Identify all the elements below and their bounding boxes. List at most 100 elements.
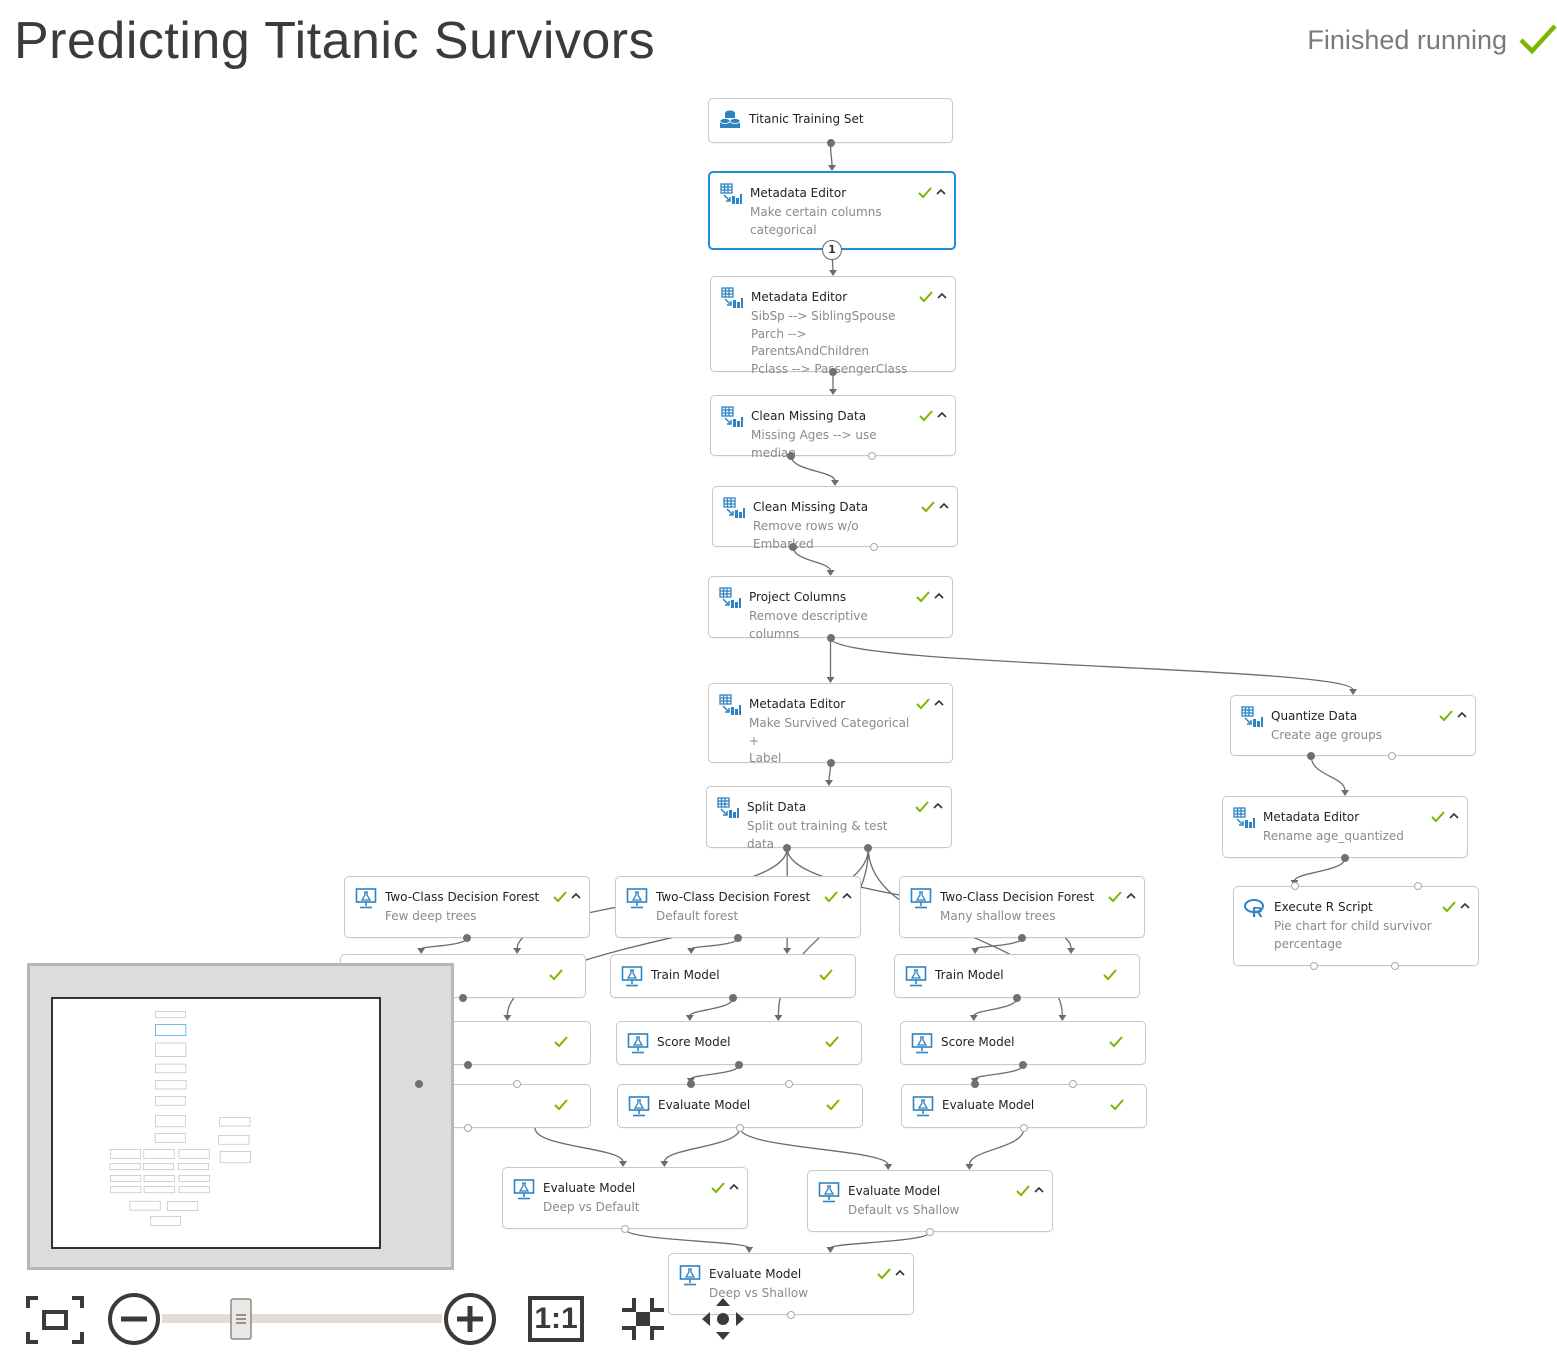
- connection-line: [690, 937, 739, 950]
- output-port[interactable]: [926, 1228, 934, 1236]
- output-port[interactable]: [736, 1124, 744, 1132]
- output-port[interactable]: [1018, 934, 1026, 942]
- zoom-in-icon[interactable]: [443, 1292, 497, 1346]
- chevron-up-icon[interactable]: [729, 1181, 739, 1193]
- input-port[interactable]: [785, 1080, 794, 1088]
- output-port[interactable]: [1388, 752, 1397, 760]
- output-port[interactable]: [789, 543, 798, 551]
- output-port[interactable]: [1341, 854, 1349, 862]
- output-port[interactable]: [729, 994, 737, 1002]
- module-title: Split Data: [747, 800, 807, 814]
- output-port[interactable]: [1013, 994, 1021, 1002]
- output-port[interactable]: [1020, 1124, 1028, 1132]
- minimap-node: [110, 1149, 142, 1159]
- output-port[interactable]: [735, 1061, 743, 1069]
- chevron-up-icon[interactable]: [842, 890, 852, 902]
- collapse-all-icon[interactable]: [620, 1296, 666, 1342]
- input-port[interactable]: [414, 1080, 423, 1088]
- chevron-up-icon[interactable]: [1034, 1184, 1044, 1196]
- fit-to-screen-icon[interactable]: [26, 1296, 84, 1344]
- output-port[interactable]: [464, 1061, 472, 1069]
- output-port[interactable]: [826, 759, 835, 767]
- zoom-slider-handle[interactable]: [230, 1298, 252, 1340]
- pan-icon[interactable]: [700, 1296, 746, 1342]
- actual-size-button[interactable]: 1:1: [528, 1296, 584, 1342]
- input-port[interactable]: [686, 1080, 695, 1088]
- chevron-up-icon[interactable]: [933, 800, 943, 812]
- module-titanic-training-set[interactable]: Titanic Training Set: [708, 98, 953, 143]
- output-port[interactable]: [787, 1311, 795, 1319]
- chevron-up-icon[interactable]: [939, 500, 949, 512]
- minimap-node: [143, 1186, 175, 1194]
- chevron-up-icon[interactable]: [934, 590, 944, 602]
- input-port[interactable]: [1290, 882, 1299, 890]
- chevron-up-icon[interactable]: [1460, 900, 1470, 912]
- chevron-up-icon[interactable]: [937, 290, 947, 302]
- chevron-up-icon[interactable]: [571, 890, 581, 902]
- output-port[interactable]: [459, 994, 467, 1002]
- output-port[interactable]: [829, 368, 837, 376]
- input-port[interactable]: [1413, 882, 1422, 890]
- connection-line: [968, 1127, 1025, 1166]
- chevron-up-icon[interactable]: [934, 697, 944, 709]
- module-evaluate-model[interactable]: Evaluate Model: [617, 1084, 863, 1128]
- minimap-viewport[interactable]: [51, 997, 381, 1249]
- module-title: Two-Class Decision Forest: [385, 890, 540, 904]
- input-port[interactable]: [1069, 1080, 1078, 1088]
- check-icon: [915, 801, 929, 813]
- output-port[interactable]: [1310, 962, 1319, 970]
- output-port[interactable]: [621, 1225, 629, 1233]
- chevron-up-icon[interactable]: [1126, 890, 1136, 902]
- output-port[interactable]: [464, 1124, 472, 1132]
- output-port[interactable]: [1307, 752, 1316, 760]
- module-title: Clean Missing Data: [751, 409, 867, 423]
- output-port[interactable]: [734, 934, 742, 942]
- module-train-model[interactable]: Train Model: [894, 954, 1140, 998]
- output-port[interactable]: [826, 139, 835, 147]
- output-port[interactable]: [826, 634, 835, 642]
- minimap[interactable]: [27, 963, 454, 1270]
- module-score-model[interactable]: Score Model: [900, 1021, 1146, 1065]
- input-port[interactable]: [513, 1080, 522, 1088]
- svg-text:R: R: [1252, 904, 1263, 919]
- module-evaluate-model[interactable]: Evaluate Model: [901, 1084, 1147, 1128]
- output-port[interactable]: [1019, 1061, 1027, 1069]
- zoom-out-icon[interactable]: [107, 1292, 161, 1346]
- output-port[interactable]: [870, 543, 879, 551]
- output-port[interactable]: [463, 934, 471, 942]
- output-port[interactable]: [1391, 962, 1400, 970]
- input-port[interactable]: [970, 1080, 979, 1088]
- chevron-up-icon[interactable]: [936, 186, 946, 198]
- output-port[interactable]: [868, 452, 877, 460]
- check-icon: [1110, 1099, 1124, 1111]
- chevron-up-icon[interactable]: [1449, 810, 1459, 822]
- module-score-model[interactable]: Score Model: [616, 1021, 862, 1065]
- output-port[interactable]: [864, 844, 873, 852]
- output-port[interactable]: [783, 844, 792, 852]
- chevron-up-icon[interactable]: [937, 409, 947, 421]
- minimap-node: [129, 1200, 161, 1211]
- chevron-up-icon[interactable]: [1457, 709, 1467, 721]
- chevron-up-icon[interactable]: [895, 1267, 905, 1279]
- output-port[interactable]: [787, 452, 796, 460]
- zoom-slider-track[interactable]: [162, 1314, 442, 1323]
- module-train-model[interactable]: Train Model: [610, 954, 856, 998]
